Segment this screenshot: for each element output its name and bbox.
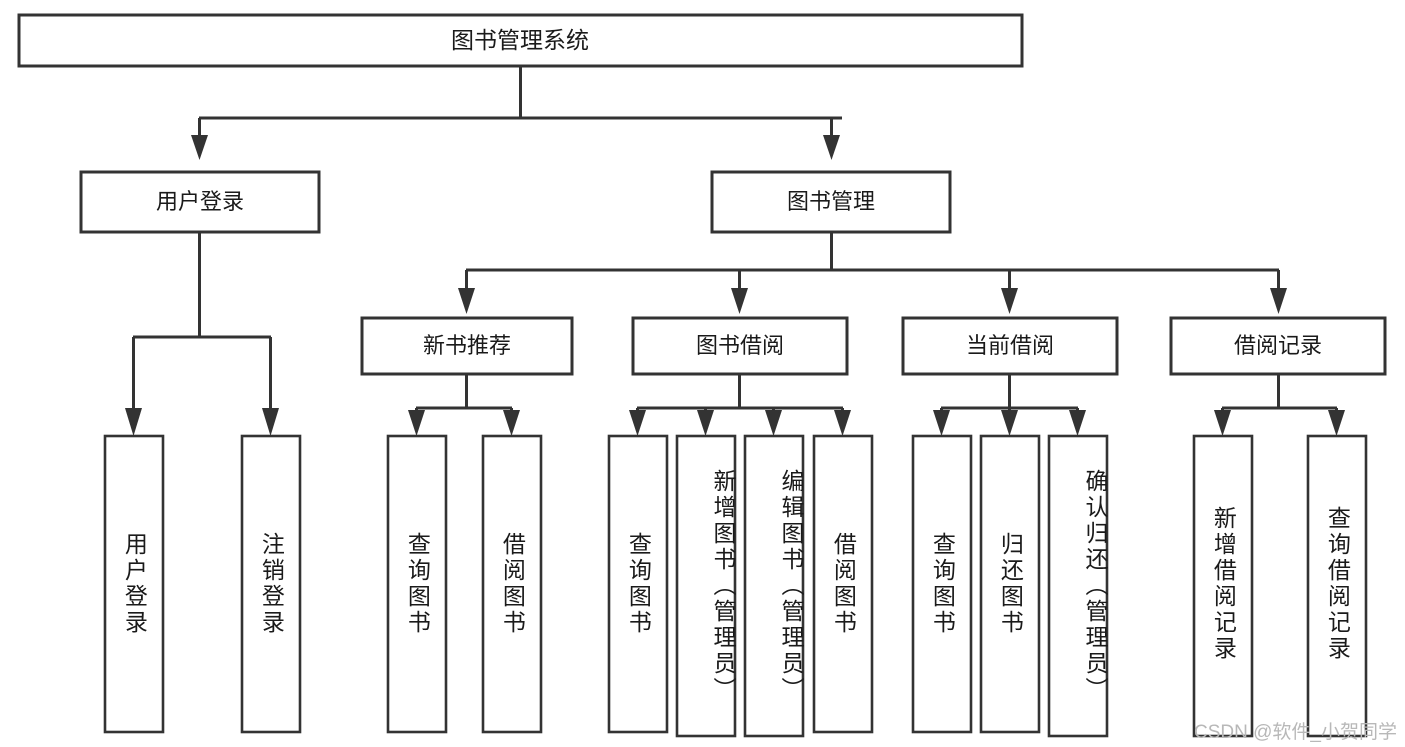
connector-book-manage-to-level3: [458, 232, 1287, 314]
node-user-login-label: 用户登录: [156, 189, 244, 214]
node-book-borrow-label: 图书借阅: [696, 333, 784, 358]
node-book-manage-box[interactable]: [710, 170, 952, 234]
node-root-box[interactable]: [17, 13, 1024, 68]
arrow-cb-leaf-3: [1069, 410, 1086, 436]
arrow-to-book-manage: [823, 135, 840, 160]
arrow-to-leaf-user-login: [125, 408, 142, 436]
node-current-borrow-box[interactable]: [901, 316, 1119, 376]
arrow-to-user-login: [191, 135, 208, 160]
connector-book-borrow-to-leaves: [629, 374, 851, 436]
arrow-to-new-book-recommend: [458, 288, 475, 314]
connector-current-borrow-to-leaves: [933, 374, 1086, 436]
node-book-borrow-box[interactable]: [631, 316, 849, 376]
arrow-br-leaf-1: [1214, 410, 1231, 436]
arrow-nbr-leaf-1: [408, 410, 425, 436]
connector-new-book-recommend-to-leaves: [408, 374, 520, 436]
node-borrow-record-box[interactable]: [1169, 316, 1387, 376]
leaf-box-nbr-borrow-book[interactable]: [481, 434, 543, 734]
arrow-bb-leaf-1: [629, 410, 646, 436]
arrow-cb-leaf-1: [933, 410, 950, 436]
connector-root-to-level2: [191, 66, 842, 160]
csdn-watermark: CSDN @软件_小贺同学: [1194, 722, 1397, 743]
node-new-book-recommend-label: 新书推荐: [423, 333, 511, 358]
leaf-box-bb-query-book[interactable]: [607, 434, 669, 734]
arrow-br-leaf-2: [1328, 410, 1345, 436]
node-borrow-record[interactable]: 借阅记录: [1169, 316, 1387, 376]
node-current-borrow[interactable]: 当前借阅: [901, 316, 1119, 376]
node-book-manage-label: 图书管理: [787, 189, 875, 214]
connector-borrow-record-to-leaves: [1214, 374, 1345, 436]
leaf-box-br-query-record[interactable]: [1306, 434, 1368, 738]
node-current-borrow-label: 当前借阅: [966, 333, 1054, 358]
node-root[interactable]: 图书管理系统: [17, 13, 1024, 68]
leaf-box-user-login[interactable]: [103, 434, 165, 734]
leaf-box-cb-confirm-return-admin[interactable]: [1047, 434, 1109, 738]
node-book-borrow[interactable]: 图书借阅: [631, 316, 849, 376]
leaf-box-bb-borrow-book[interactable]: [812, 434, 874, 734]
arrow-bb-leaf-4: [834, 410, 851, 436]
arrow-cb-leaf-2: [1001, 410, 1018, 436]
node-book-manage[interactable]: 图书管理: [710, 170, 952, 234]
node-borrow-record-label: 借阅记录: [1234, 333, 1322, 358]
arrow-to-current-borrow: [1001, 288, 1018, 314]
arrow-bb-leaf-3: [765, 410, 782, 436]
leaf-box-cb-query-book[interactable]: [911, 434, 973, 734]
arrow-to-leaf-logout: [262, 408, 279, 436]
leaf-box-bb-edit-book-admin[interactable]: [743, 434, 805, 738]
arrow-to-book-borrow: [731, 288, 748, 314]
arrow-to-borrow-record: [1270, 288, 1287, 314]
arrow-bb-leaf-2: [697, 410, 714, 436]
node-user-login[interactable]: 用户登录: [79, 170, 321, 234]
node-root-label: 图书管理系统: [451, 27, 589, 53]
leaf-box-br-add-record[interactable]: [1192, 434, 1254, 738]
node-new-book-recommend[interactable]: 新书推荐: [360, 316, 574, 376]
arrow-nbr-leaf-2: [503, 410, 520, 436]
leaf-box-nbr-query-book[interactable]: [386, 434, 448, 734]
leaf-box-bb-add-book-admin[interactable]: [675, 434, 737, 738]
connector-user-login-to-leaves: [125, 232, 279, 436]
node-new-book-recommend-box[interactable]: [360, 316, 574, 376]
leaf-box-cb-return-book[interactable]: [979, 434, 1041, 734]
leaf-box-logout[interactable]: [240, 434, 302, 734]
